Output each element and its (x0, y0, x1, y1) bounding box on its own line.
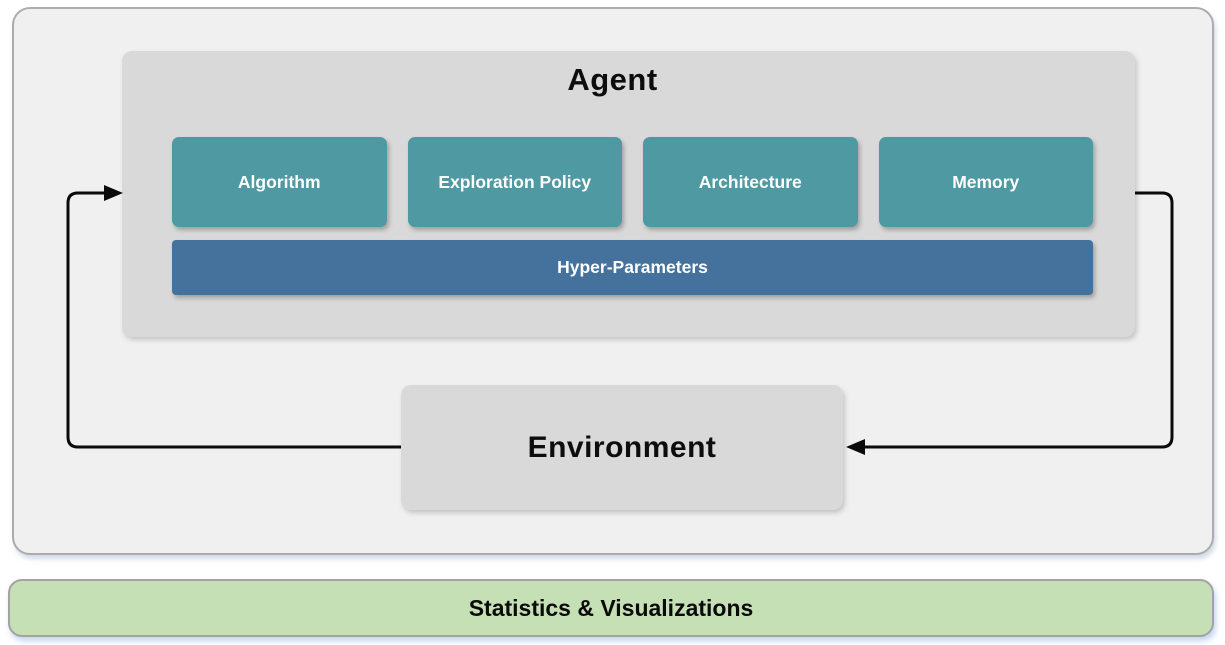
module-exploration-policy: Exploration Policy (407, 137, 622, 227)
module-architecture: Architecture (643, 137, 858, 227)
statistics-visualizations-bar: Statistics & Visualizations (8, 579, 1214, 637)
environment-box: Environment (401, 385, 843, 510)
hyper-parameters-bar: Hyper-Parameters (172, 240, 1093, 295)
environment-title: Environment (527, 430, 717, 464)
agent-title: Agent (567, 62, 658, 97)
module-algorithm: Algorithm (172, 137, 387, 227)
module-memory: Memory (878, 137, 1093, 227)
agent-modules-row: Algorithm Exploration Policy Architectur… (172, 137, 1093, 227)
